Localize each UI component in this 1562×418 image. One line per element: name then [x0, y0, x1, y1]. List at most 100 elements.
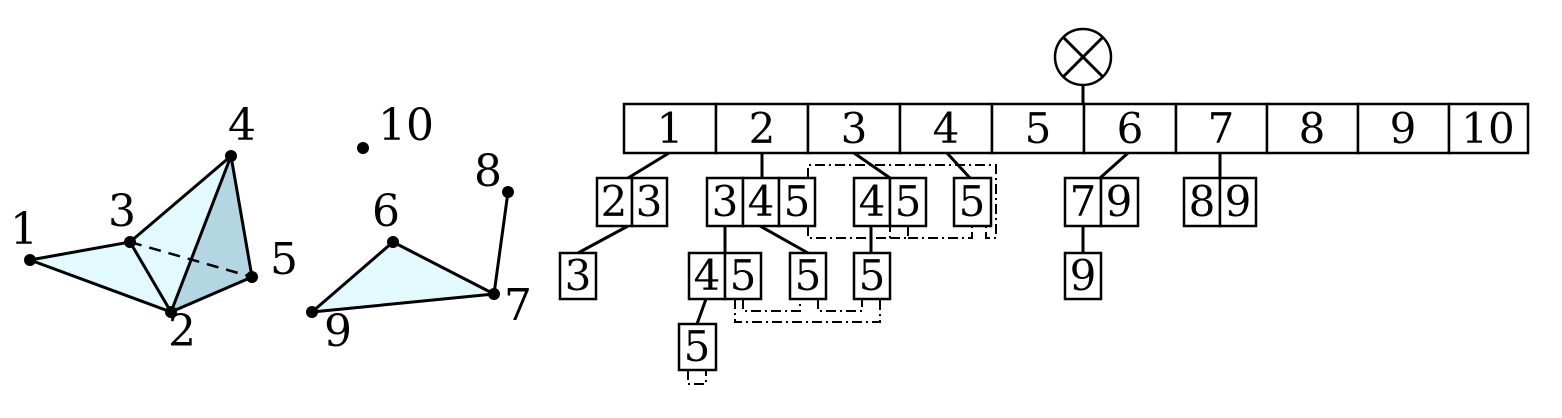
node-3-children: 4 5 — [852, 176, 928, 228]
node-7-children: 8 9 — [1182, 176, 1258, 228]
top-cell-7 — [1174, 102, 1269, 155]
vertex-8 — [502, 186, 514, 198]
vertex-label-4: 4 — [228, 100, 256, 151]
top-label-8: 8 — [1299, 104, 1326, 153]
cousin-link-5-d — [734, 299, 881, 323]
top-cell-10 — [1447, 102, 1530, 155]
node-label: 9 — [1106, 177, 1133, 226]
edge-3-4 — [129, 154, 232, 244]
vertex-label-7: 7 — [504, 280, 532, 331]
node-label: 4 — [694, 251, 721, 300]
simplex-tree: 1 2 3 4 5 6 7 8 9 10 2 3 3 4 5 — [558, 27, 1530, 385]
top-label-7: 7 — [1208, 104, 1235, 153]
top-label-5: 5 — [1025, 104, 1052, 153]
top-cell-6 — [1082, 102, 1178, 155]
cousin-link-5-e — [742, 299, 801, 312]
node-3-4-children: 5 — [852, 251, 892, 301]
top-label-3: 3 — [841, 104, 868, 153]
node-label: 5 — [795, 251, 822, 300]
vertex-5 — [246, 271, 258, 283]
face-2-4-5 — [171, 156, 252, 312]
face-6-7-9 — [312, 242, 494, 312]
node-label: 3 — [712, 177, 739, 226]
cousin-link-4 — [807, 226, 891, 239]
link-1-to-n1 — [627, 151, 670, 180]
top-label-10: 10 — [1461, 104, 1514, 153]
node-label: 5 — [784, 177, 811, 226]
edge-1-3 — [29, 240, 131, 262]
cousin-link-5-a — [807, 164, 997, 239]
edge-2-4 — [169, 155, 233, 313]
cousin-link-5-g — [687, 370, 707, 385]
edge-7-8 — [492, 191, 510, 295]
simplicial-complex: 1 2 3 4 5 6 7 8 9 10 — [10, 100, 532, 357]
vertex-label-5: 5 — [270, 234, 298, 285]
edge-1-2 — [29, 258, 172, 314]
vertex-label-3: 3 — [108, 186, 136, 237]
node-2-3-children: 4 5 — [687, 251, 763, 301]
edge-6-9 — [311, 240, 394, 314]
node-label: 4 — [748, 177, 775, 226]
node-1-children: 2 3 — [595, 176, 669, 228]
top-label-6: 6 — [1117, 104, 1144, 153]
vertex-10 — [357, 142, 369, 154]
edge-2-3 — [128, 241, 173, 313]
node-label: 9 — [1070, 251, 1097, 300]
link-3-to-n3 — [853, 151, 891, 180]
top-cell-5 — [990, 102, 1086, 155]
vertex-label-1: 1 — [10, 204, 38, 255]
face-2-3-4 — [130, 156, 231, 312]
node-2-4-children: 5 — [788, 251, 828, 301]
link-n2c1-to-n2c1c — [695, 298, 708, 325]
vertex-label-8: 8 — [474, 146, 502, 197]
node-4-children: 5 — [952, 176, 993, 228]
edge-4-5 — [229, 155, 254, 278]
root-cross-b — [1061, 35, 1105, 79]
vertex-2 — [165, 306, 177, 318]
link-n2-to-n2c2 — [759, 224, 809, 255]
node-label: 4 — [859, 177, 886, 226]
node-6-children: 7 9 — [1063, 176, 1140, 228]
node-label: 3 — [636, 177, 663, 226]
top-cell-3 — [806, 102, 902, 155]
node-label: 5 — [730, 251, 757, 300]
cousin-link-5-c — [908, 226, 973, 239]
cousin-link-5-f — [817, 299, 863, 312]
vertex-9 — [306, 306, 318, 318]
node-label: 7 — [1070, 177, 1097, 226]
edge-7-9 — [311, 292, 495, 314]
top-label-9: 9 — [1390, 104, 1417, 153]
vertex-4 — [225, 150, 237, 162]
edge-2-5 — [170, 275, 253, 314]
vertex-label-2: 2 — [168, 306, 196, 357]
edge-6-7 — [392, 240, 495, 296]
vertex-label-6: 6 — [372, 186, 400, 237]
vertex-label-10: 10 — [378, 100, 434, 151]
top-cell-2 — [714, 102, 810, 155]
link-n1-to-n1c — [577, 224, 629, 255]
top-cell-9 — [1356, 102, 1451, 155]
vertex-1 — [24, 254, 36, 266]
top-label-1: 1 — [657, 104, 684, 153]
node-label: 9 — [1225, 177, 1252, 226]
top-cell-1 — [622, 102, 718, 155]
vertex-6 — [387, 236, 399, 248]
link-6-to-n6 — [1099, 151, 1129, 180]
top-label-4: 4 — [933, 104, 960, 153]
node-2-children: 3 4 5 — [705, 176, 817, 228]
vertex-3 — [124, 236, 136, 248]
node-label: 5 — [684, 322, 711, 371]
top-label-2: 2 — [749, 104, 776, 153]
node-label: 2 — [601, 177, 628, 226]
node-1-3-children: 3 — [558, 251, 598, 301]
node-label: 5 — [859, 251, 886, 300]
vertex-7 — [488, 288, 500, 300]
node-label: 5 — [895, 177, 922, 226]
node-label: 8 — [1189, 177, 1216, 226]
top-row: 1 2 3 4 5 6 7 8 9 10 — [622, 102, 1530, 155]
node-6-7-children: 9 — [1063, 251, 1103, 301]
node-label: 3 — [565, 251, 592, 300]
node-2-3-4-children: 5 — [677, 322, 718, 372]
edge-3-5-hidden — [129, 240, 253, 279]
